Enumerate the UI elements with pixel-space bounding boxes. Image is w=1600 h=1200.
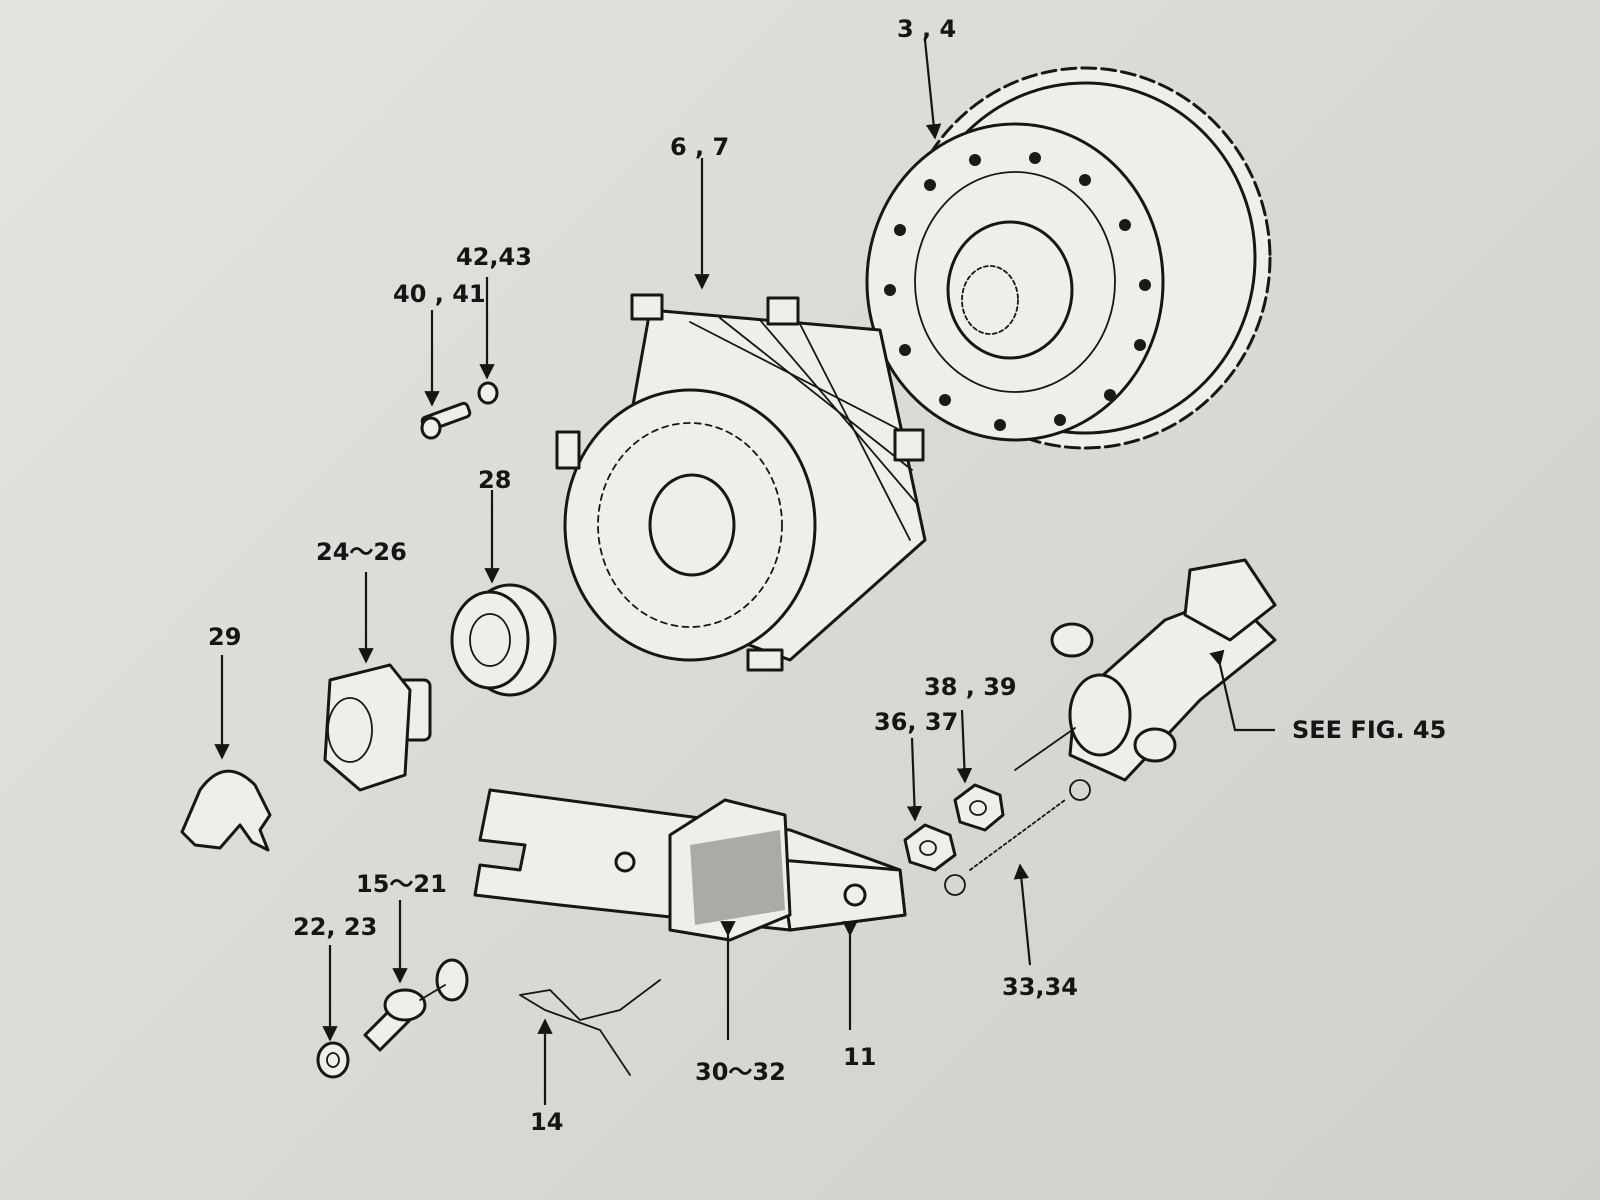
- release-bearing-28: [450, 583, 557, 697]
- cover-lug-top-left: [630, 293, 664, 321]
- clutch-disc-flywheel: [865, 66, 1272, 450]
- cover-lug-bottom: [746, 648, 784, 672]
- label-38-39: 38 , 39: [924, 673, 1017, 701]
- label-14: 14: [530, 1108, 563, 1136]
- label-22-23: 22, 23: [293, 913, 377, 941]
- dust-boot-30-32: [668, 798, 792, 942]
- cover-center-opening: [648, 473, 736, 577]
- leader-38-39: [956, 709, 973, 784]
- label-3-4: 3 , 4: [897, 15, 956, 43]
- leader-see-fig: [1209, 649, 1275, 732]
- label-30-32: 30～32: [695, 1058, 786, 1086]
- leader-33-34: [1013, 863, 1032, 966]
- return-spring-33-34: [944, 779, 1091, 896]
- label-36-37: 36, 37: [874, 708, 958, 736]
- cylinder-end: [1068, 673, 1132, 757]
- disc-inner-ring: [914, 171, 1116, 393]
- leader-3-4: [923, 39, 942, 140]
- nut-38-39: [953, 783, 1005, 832]
- label-6-7: 6 , 7: [670, 133, 729, 161]
- bolt-40-41: [420, 401, 472, 440]
- clutch-cover-assembly: [555, 293, 927, 672]
- label-29: 29: [208, 623, 241, 651]
- label-see-fig: SEE FIG. 45: [1292, 716, 1446, 744]
- cover-lug-top-right: [766, 296, 800, 326]
- fork-pivot-hole: [614, 851, 636, 873]
- label-11: 11: [843, 1043, 876, 1071]
- nut-22-23: [316, 1041, 350, 1079]
- diaphragm-spring: [597, 422, 783, 628]
- bearing-hub-24-26: [323, 663, 432, 792]
- label-42-43: 42,43: [456, 243, 532, 271]
- washer-42-43: [477, 381, 499, 405]
- fork-lever-hole: [843, 883, 867, 907]
- nut-36-37: [903, 823, 957, 872]
- disc-rivets: [884, 152, 1151, 431]
- label-15-21: 15～21: [356, 870, 447, 898]
- push-rod: [1014, 727, 1076, 771]
- slave-cylinder: [1014, 558, 1277, 782]
- cover-drum-ribs: [689, 317, 919, 541]
- label-28: 28: [478, 466, 511, 494]
- label-40-41: 40 , 41: [393, 280, 486, 308]
- fork-lever-end: [778, 858, 907, 932]
- cylinder-bleed-block: [1183, 558, 1277, 642]
- disc-hub: [946, 220, 1074, 360]
- retaining-clip-29: [180, 769, 272, 852]
- cylinder-flange-bottom: [1133, 727, 1177, 763]
- label-33-34: 33,34: [1002, 973, 1078, 1001]
- label-24-26: 24～26: [316, 538, 407, 566]
- hub-spline: [961, 265, 1019, 335]
- cylinder-flange-top: [1050, 622, 1094, 658]
- cover-lug-left: [555, 430, 581, 470]
- wire-spring-14: [519, 979, 661, 1076]
- cover-lug-right: [893, 428, 925, 462]
- pivot-bolt-15-21: [363, 958, 469, 1052]
- leader-36-37: [906, 737, 923, 822]
